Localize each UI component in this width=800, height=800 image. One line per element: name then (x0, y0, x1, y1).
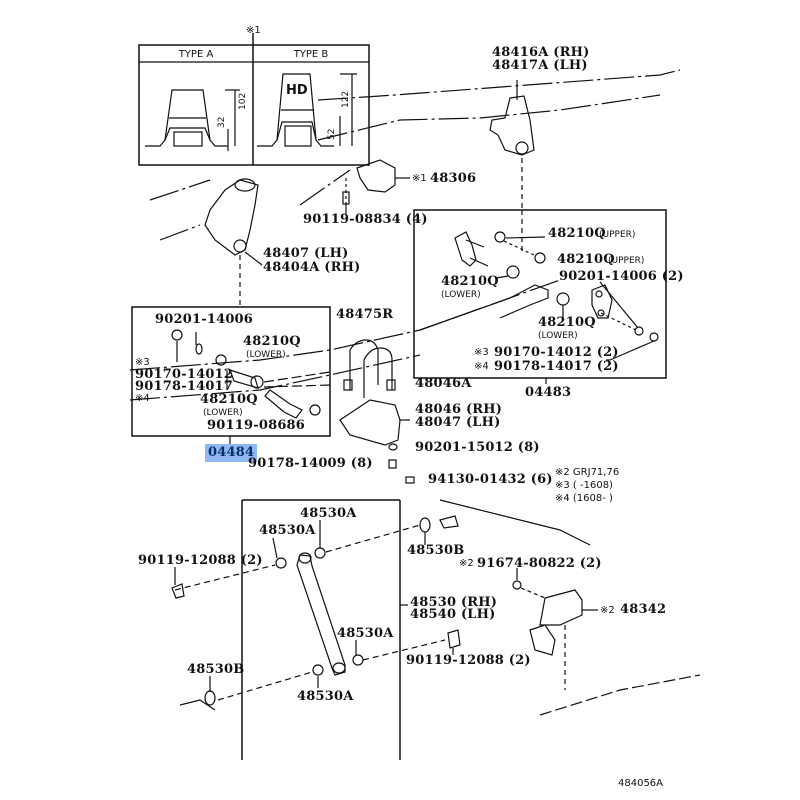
part-48047[interactable]: 48047 (LH) (415, 415, 501, 430)
bracket-48306 (342, 159, 410, 214)
part-90201-15012[interactable]: 90201-15012 (8) (415, 440, 540, 455)
part-48530A-left[interactable]: 48530A (259, 523, 316, 538)
marker-4-kit04483: ※4 (474, 361, 489, 372)
part-48407[interactable]: 48407 (LH) (263, 246, 349, 261)
note-lower-kit04484-2: (LOWER) (203, 408, 243, 418)
u-bolt-assembly (339, 339, 415, 484)
part-48210Q-upper-1[interactable]: 48210Q (548, 226, 606, 241)
marker-48306: ※1 (412, 173, 427, 184)
diagram-id: 484056A (618, 778, 664, 789)
shock-absorber-box (171, 499, 701, 760)
inset-type-comparison (138, 33, 370, 166)
part-48540-lh[interactable]: 48540 (LH) (410, 607, 496, 622)
type-a-dim-total: 102 (238, 92, 248, 110)
part-90178-14017-kit04484[interactable]: 90178-14017 (135, 379, 234, 394)
part-48404A[interactable]: 48404A (RH) (263, 260, 361, 275)
part-48046[interactable]: 48046 (RH) (415, 402, 503, 417)
note-before-1608: ※3 ( -1608) (555, 480, 613, 491)
part-48530A-mid[interactable]: 48530A (337, 626, 394, 641)
kit-04484-box (131, 306, 331, 446)
kit-04484-number-highlighted[interactable]: 04484 (205, 444, 258, 462)
part-48342[interactable]: 48342 (620, 602, 667, 617)
part-90201-14006-kit04483[interactable]: 90201-14006 (2) (559, 269, 684, 284)
part-90119-08834[interactable]: 90119-08834 (4) (303, 212, 428, 227)
note-lower-2: (LOWER) (538, 331, 578, 341)
part-48210Q-upper-2[interactable]: 48210Q (557, 252, 615, 267)
part-94130-01432[interactable]: 94130-01432 (6) (428, 472, 553, 487)
part-48530B-top[interactable]: 48530B (407, 543, 465, 558)
part-90170-14012-kit04484[interactable]: 90170-14012 (135, 367, 234, 382)
marker-4-kit04484: ※4 (135, 393, 150, 404)
part-90119-08686[interactable]: 90119-08686 (207, 418, 306, 433)
hanger-bracket-48416A (489, 80, 535, 210)
part-48530A-bottom[interactable]: 48530A (297, 689, 354, 704)
note-upper-2: (UPPER) (608, 256, 645, 266)
note-upper-1: (UPPER) (599, 230, 636, 240)
type-b-dim-lower: 52 (327, 128, 337, 140)
marker-3-kit04483: ※3 (474, 347, 489, 358)
part-90178-14017-kit04483[interactable]: 90178-14017 (2) (494, 359, 619, 374)
part-48417A[interactable]: 48417A (LH) (492, 58, 588, 73)
note-lower-1: (LOWER) (441, 290, 481, 300)
part-48416A[interactable]: 48416A (RH) (492, 45, 590, 60)
part-90119-12088-left[interactable]: 90119-12088 (2) (138, 553, 263, 568)
part-48475R[interactable]: 48475R (336, 307, 394, 322)
type-b-dim-total: 122 (341, 90, 351, 108)
part-48210Q-lower-1[interactable]: 48210Q (441, 274, 499, 289)
marker-3-kit04484: ※3 (135, 357, 150, 368)
inset-marker-1: ※1 (246, 25, 261, 36)
part-48530-rh[interactable]: 48530 (RH) (410, 595, 498, 610)
part-48306[interactable]: 48306 (430, 171, 477, 186)
marker-2-bracket: ※2 (600, 605, 615, 616)
part-48530A-top[interactable]: 48530A (300, 506, 357, 521)
type-a-dim-lower: 32 (217, 116, 227, 128)
part-90170-14012-kit04483[interactable]: 90170-14012 (2) (494, 345, 619, 360)
kit-04483-box (413, 209, 667, 384)
part-48530B-bottom[interactable]: 48530B (187, 662, 245, 677)
part-48210Q-lower-2[interactable]: 48210Q (538, 315, 596, 330)
part-48046A[interactable]: 48046A (415, 376, 472, 391)
kit-04483-number[interactable]: 04483 (525, 385, 572, 400)
type-b-header: TYPE B (293, 49, 329, 60)
note-grj71-76: ※2 GRJ71,76 (555, 467, 620, 478)
type-a-header: TYPE A (178, 49, 214, 60)
part-90119-12088-right[interactable]: 90119-12088 (2) (406, 653, 531, 668)
part-48210Q-lower-kit04484-1[interactable]: 48210Q (243, 334, 301, 349)
spring-hanger-48407 (204, 178, 263, 305)
part-91674-80822[interactable]: 91674-80822 (2) (477, 556, 602, 571)
marker-2-bolt: ※2 (459, 558, 474, 569)
part-48210Q-lower-kit04484-2[interactable]: 48210Q (200, 392, 258, 407)
note-after-1608: ※4 (1608- ) (555, 493, 613, 504)
bracket-48342 (512, 568, 598, 690)
hd-badge: HD (286, 83, 308, 98)
note-lower-kit04484-1: (LOWER) (246, 350, 286, 360)
part-90178-14009[interactable]: 90178-14009 (8) (248, 456, 373, 471)
part-90201-14006-kit04484[interactable]: 90201-14006 (155, 312, 254, 327)
